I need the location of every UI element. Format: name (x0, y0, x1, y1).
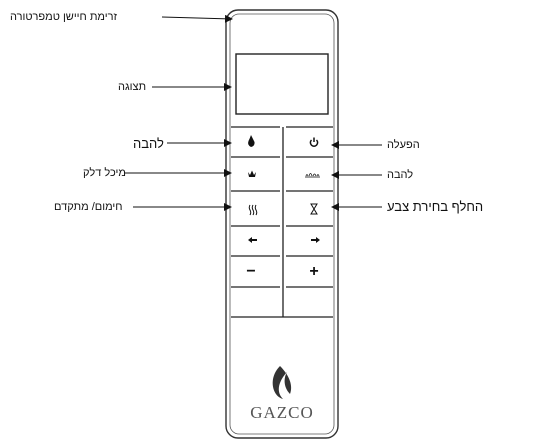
flame-height-button[interactable] (283, 157, 333, 191)
plus-button[interactable] (283, 256, 333, 287)
timer-icon (310, 203, 318, 215)
temperature-sensor-label: זרימת חיישן טמפרטורה (10, 11, 118, 23)
blank-button[interactable] (231, 287, 333, 317)
heating-button[interactable] (231, 191, 283, 226)
power-button[interactable] (283, 127, 333, 157)
callouts (125, 14, 382, 211)
heating-advanced-label: חימום/ מתקדם (54, 201, 123, 213)
button-grid (231, 126, 333, 318)
display-screen (235, 53, 329, 115)
left-arrow-icon (248, 237, 257, 243)
gazco-logo-icon (272, 366, 292, 399)
fuel-saver-label: מיכל דלק (83, 167, 126, 179)
display-label: תצוגה (118, 81, 147, 93)
fuel-saver-icon (248, 170, 256, 177)
minus-label: − (246, 263, 255, 280)
timer-button[interactable] (283, 191, 333, 226)
remote-body (225, 9, 339, 439)
flame-height-icon (305, 173, 320, 178)
callout-temperature-sensor (161, 14, 233, 23)
change-color-label: החלף בחירת צבע (387, 199, 484, 214)
heating-icon (248, 204, 258, 216)
fuel-saver-button[interactable] (231, 157, 283, 191)
minus-button[interactable] (231, 256, 283, 287)
flame-label-right: להבה (387, 169, 414, 181)
power-label: הפעלה (387, 139, 420, 151)
flame-label-left: להבה (133, 136, 164, 151)
brand-name: GAZCO (250, 403, 314, 422)
right-arrow-button[interactable] (283, 226, 333, 256)
plus-label: + (309, 263, 318, 280)
power-icon (309, 137, 319, 147)
flame-button[interactable] (231, 127, 283, 157)
right-arrow-icon (311, 237, 320, 243)
flame-icon (248, 135, 255, 147)
